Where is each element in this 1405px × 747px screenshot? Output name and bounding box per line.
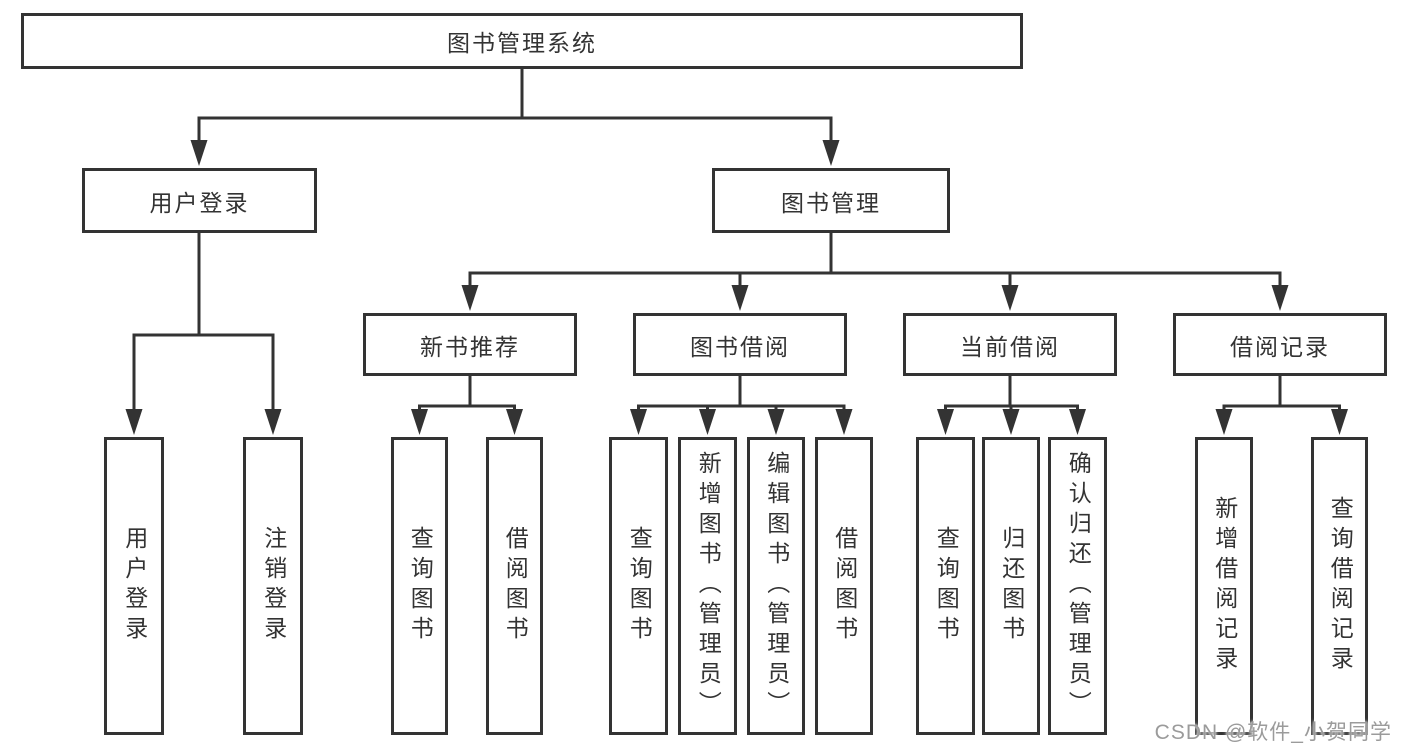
leaf-label: 用户登录 [121,526,148,646]
leaf-label: 注销登录 [260,526,287,646]
node-label: 当前借阅 [960,333,1060,360]
leaf-add-books-admin: 新增图书（管理员） [678,437,737,735]
node-label: 图书借阅 [690,333,790,360]
leaf-query-books-borrow: 查询图书 [609,437,668,735]
node-label: 借阅记录 [1230,333,1330,360]
node-library-system: 图书管理系统 [21,13,1023,69]
node-label: 图书管理 [781,189,881,216]
leaf-label: 借阅图书 [831,526,858,646]
leaf-label: 编辑图书（管理员） [763,451,790,721]
leaf-edit-books-admin: 编辑图书（管理员） [747,437,805,735]
leaf-query-books-recommend: 查询图书 [391,437,448,735]
leaf-query-books-current: 查询图书 [916,437,975,735]
leaf-label: 查询图书 [626,526,653,646]
node-label: 新书推荐 [420,333,520,360]
leaf-label: 确认归还（管理员） [1065,451,1092,721]
leaf-query-borrow-record: 查询借阅记录 [1311,437,1368,735]
leaf-add-borrow-record: 新增借阅记录 [1195,437,1253,735]
node-borrow-records: 借阅记录 [1173,313,1387,376]
leaf-borrow-books-recommend: 借阅图书 [486,437,543,735]
leaf-user-login: 用户登录 [104,437,164,735]
leaf-logout: 注销登录 [243,437,303,735]
node-label: 用户登录 [149,189,250,216]
leaf-return-books: 归还图书 [982,437,1040,735]
node-book-management: 图书管理 [712,168,950,233]
leaf-label: 查询图书 [933,526,960,646]
leaf-label: 查询图书 [407,526,434,646]
leaf-confirm-return-admin: 确认归还（管理员） [1048,437,1107,735]
node-user-login: 用户登录 [82,168,317,233]
node-new-book-recommend: 新书推荐 [363,313,577,376]
node-label: 图书管理系统 [447,30,597,56]
leaf-label: 归还图书 [998,526,1025,646]
leaf-label: 查询借阅记录 [1327,496,1354,676]
arrowheads [125,140,1348,435]
leaf-label: 新增借阅记录 [1211,496,1238,676]
node-book-borrow: 图书借阅 [633,313,847,376]
node-current-borrow: 当前借阅 [903,313,1117,376]
leaf-borrow-books: 借阅图书 [815,437,873,735]
leaf-label: 借阅图书 [502,526,529,646]
leaf-label: 新增图书（管理员） [695,451,722,721]
csdn-watermark: CSDN @软件_小贺同学 [1154,721,1392,744]
